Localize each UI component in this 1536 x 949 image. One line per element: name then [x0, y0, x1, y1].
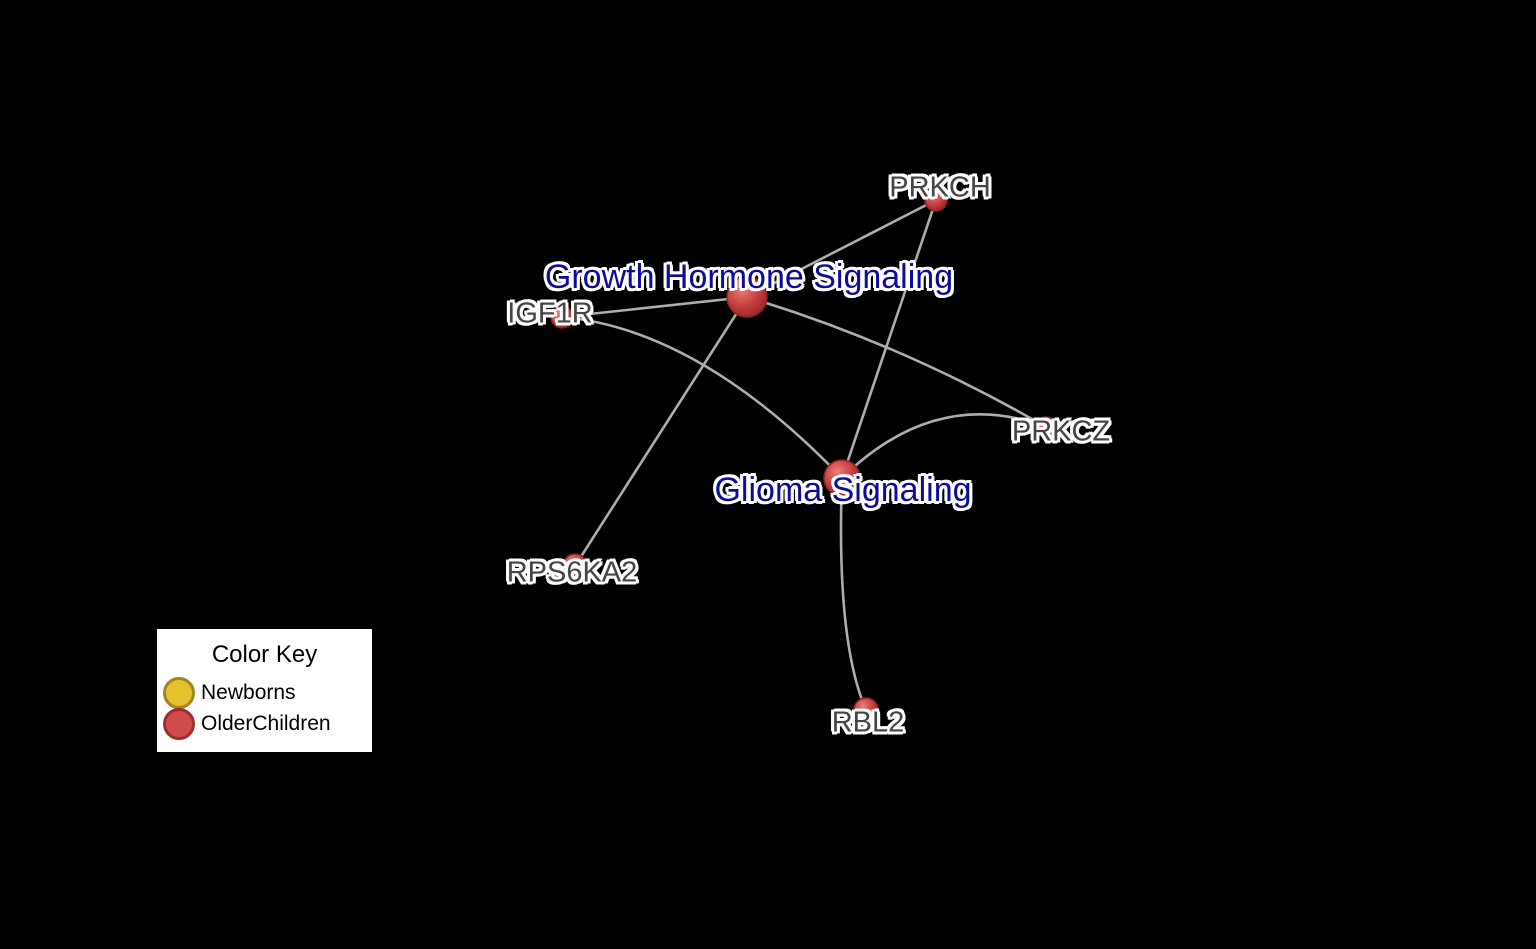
edge-growth_hormone_signaling--prkch [746, 198, 937, 299]
node-glioma_signaling [823, 459, 861, 497]
legend-title: Color Key [211, 641, 318, 668]
legend-item-label: Newborns [201, 680, 296, 704]
olderchildren-swatch-icon [163, 707, 195, 740]
edges-layer [561, 198, 1047, 711]
edge-growth_hormone_signaling--prkcz [746, 295, 1047, 429]
edge-growth_hormone_signaling--igf1r [561, 295, 748, 319]
node-prkcz [1035, 416, 1057, 438]
node-rbl2 [853, 697, 879, 723]
nodes-layer [550, 188, 1057, 723]
legend-item-label: OlderChildren [201, 711, 331, 735]
color-key-legend: Color Key Newborns OlderChildren [157, 629, 372, 752]
edge-glioma_signaling--igf1r [561, 315, 843, 479]
legend-item-newborns: Newborns [157, 676, 372, 709]
node-rps6ka2 [562, 553, 588, 579]
node-igf1r [550, 305, 574, 329]
node-growth_hormone_signaling [726, 276, 768, 318]
edge-glioma_signaling--rbl2 [839, 477, 868, 711]
edge-growth_hormone_signaling--rps6ka2 [573, 296, 749, 567]
edge-glioma_signaling--prkcz [841, 413, 1047, 479]
newborns-swatch-icon [163, 676, 195, 709]
node-prkch [924, 188, 948, 212]
edge-glioma_signaling--prkch [840, 199, 938, 479]
legend-item-olderchildren: OlderChildren [157, 707, 372, 740]
